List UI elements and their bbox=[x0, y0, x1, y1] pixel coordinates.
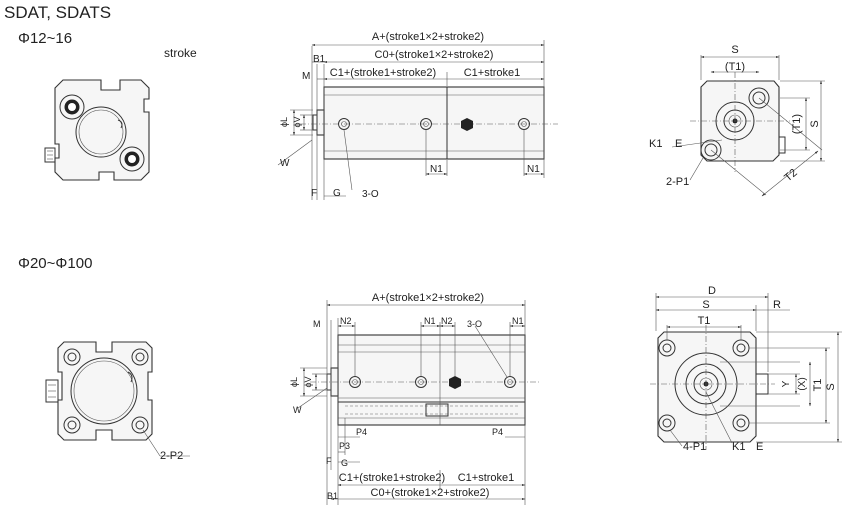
dim-w-small: W bbox=[280, 158, 290, 169]
dim-k1-large: K1 bbox=[732, 441, 745, 453]
dim-n2a-large: N2 bbox=[340, 316, 352, 326]
dim-c0-small: C0+(stroke1×2+stroke2) bbox=[375, 49, 494, 61]
dim-v-large: ϕV bbox=[303, 376, 313, 387]
dim-c0-large: C0+(stroke1×2+stroke2) bbox=[371, 487, 490, 499]
dim-o-large: 3-O bbox=[467, 319, 482, 329]
dim-r-large: R bbox=[773, 299, 781, 311]
dim-o-small: 3-O bbox=[362, 189, 379, 200]
dim-v-small: ϕV bbox=[292, 116, 302, 127]
dim-t1-small-h: (T1) bbox=[725, 61, 745, 73]
dim-f-large: F bbox=[326, 456, 332, 466]
dim-e-small: E bbox=[675, 138, 682, 150]
bore-range-small: Φ12~16 bbox=[18, 30, 73, 47]
dim-g-small: G bbox=[333, 188, 341, 199]
dim-g-large: G bbox=[341, 458, 348, 468]
bore-range-large: Φ20~Φ100 bbox=[18, 255, 93, 272]
dim-s-small: S bbox=[731, 44, 738, 56]
dim-t2-small: T2 bbox=[782, 167, 800, 184]
dim-a-large: A+(stroke1×2+stroke2) bbox=[372, 292, 484, 304]
dim-e-large: E bbox=[756, 441, 763, 453]
dim-s-large-v: S bbox=[825, 383, 837, 390]
dim-n1a-small: N1 bbox=[430, 164, 443, 175]
dim-p4a-large: P4 bbox=[356, 427, 367, 437]
dim-y-large: Y bbox=[781, 380, 792, 387]
dim-p3-large: P3 bbox=[339, 441, 350, 451]
dim-c1b-large: C1+stroke1 bbox=[458, 472, 515, 484]
dim-d-large: D bbox=[708, 285, 716, 297]
dim-p4b-large: P4 bbox=[492, 427, 503, 437]
dim-p2-large: 2-P2 bbox=[160, 450, 183, 462]
small-rear-view bbox=[44, 79, 150, 181]
small-side-view bbox=[277, 40, 558, 200]
stroke-note: stroke bbox=[164, 46, 197, 60]
dim-n1b-small: N1 bbox=[527, 164, 540, 175]
dim-m-small: M bbox=[302, 71, 310, 82]
dim-n2b-large: N2 bbox=[441, 316, 453, 326]
dim-c1a-small: C1+(stroke1+stroke2) bbox=[330, 67, 436, 79]
dim-k1-small: K1 bbox=[649, 138, 662, 150]
dim-n1a-large: N1 bbox=[424, 316, 436, 326]
drawing-title: SDAT, SDATS bbox=[4, 3, 112, 22]
dim-t1-small-v: (T1) bbox=[791, 114, 803, 134]
dim-t1-large-h: T1 bbox=[698, 315, 711, 327]
large-front-view bbox=[650, 293, 842, 450]
dim-l-small: ϕL bbox=[279, 117, 289, 127]
dim-b1-large: B1 bbox=[327, 491, 338, 501]
dim-s-small-v: S bbox=[809, 120, 821, 127]
dim-c1b-small: C1+stroke1 bbox=[464, 67, 521, 79]
dim-b1-small: B1 bbox=[313, 54, 326, 65]
dim-n1b-large: N1 bbox=[512, 316, 524, 326]
dim-f-small: F bbox=[311, 188, 317, 199]
dim-l-large: ϕL bbox=[289, 377, 299, 387]
large-rear-view bbox=[45, 341, 190, 457]
dim-s-large: S bbox=[702, 299, 709, 311]
small-front-view bbox=[671, 55, 825, 197]
dim-p1-large: 4-P1 bbox=[683, 441, 706, 453]
dim-a-small: A+(stroke1×2+stroke2) bbox=[372, 31, 484, 43]
dim-w-large: W bbox=[293, 405, 302, 415]
dim-t1-large-v: T1 bbox=[812, 379, 824, 392]
dim-m-large: M bbox=[313, 319, 321, 329]
large-side-view bbox=[297, 300, 540, 505]
dim-x-large: (X) bbox=[797, 377, 808, 390]
dim-p1-small: 2-P1 bbox=[666, 176, 689, 188]
dim-c1a-large: C1+(stroke1+stroke2) bbox=[339, 472, 445, 484]
